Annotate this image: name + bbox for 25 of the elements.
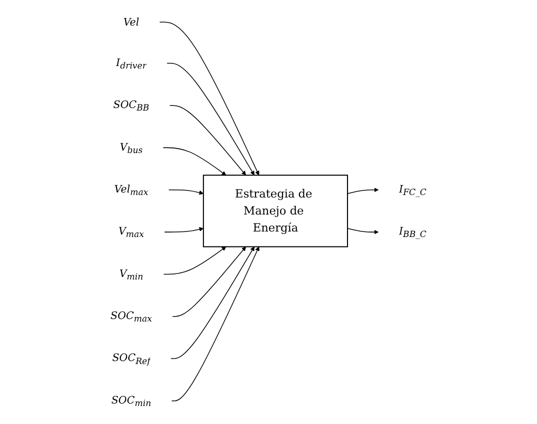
node-text: I$_{driver}$ <box>116 56 146 70</box>
arrow <box>162 147 226 176</box>
arrow <box>169 105 246 176</box>
arrow <box>163 246 226 275</box>
arrow <box>170 246 254 360</box>
node-text: V$_{min}$ <box>119 267 144 282</box>
arrow <box>347 188 379 194</box>
node-box: Estrategia de Manejo de Energía <box>202 174 348 248</box>
node-text: V$_{bus}$ <box>120 140 143 155</box>
node-text: SOC$_{max}$ <box>110 309 152 324</box>
node-text: Vel$_{max}$ <box>114 182 148 198</box>
arrow <box>166 62 254 176</box>
arrow <box>164 227 204 232</box>
node-text: SOC$_{BB}$ <box>113 98 150 113</box>
arrow <box>171 246 260 402</box>
arrow <box>172 246 246 317</box>
node-text: SOC$_{Ref}$ <box>112 351 150 366</box>
arrow <box>159 22 260 176</box>
arrow <box>347 228 379 234</box>
arrow <box>168 190 204 195</box>
node-text: SOC$_{min}$ <box>111 394 152 408</box>
node-text: V$_{max}$ <box>118 224 144 240</box>
node-text: I$_{BB_C}$ <box>398 224 426 240</box>
node-text: Vel <box>123 16 140 28</box>
node-text: I$_{FC_C}$ <box>399 182 426 198</box>
